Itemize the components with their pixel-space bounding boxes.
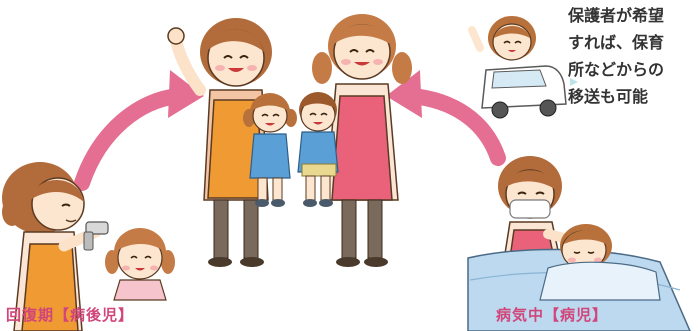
transport-van-inset [468,16,578,119]
caregiver-right [312,14,412,267]
child-being-checked [105,228,175,301]
transport-note-line: 所などからの [568,60,665,79]
sick-child-in-bed [539,224,661,301]
transport-note-line: 移送も可能 [568,87,649,106]
left-arrow [74,70,204,191]
caregiver-with-thermometer [2,162,109,331]
illness-phase-label: 病気中【病児】 [496,306,609,324]
child-boy-center [297,92,339,207]
transport-note-line: 保護者が希望 [568,6,665,25]
transport-note-line: すれば、保育 [568,33,665,52]
child-girl-center [243,93,297,207]
recovery-phase-label: 回復期【病後児】 [6,306,135,324]
right-arrow [386,70,506,166]
transport-note: 保護者が希望 すれば、保育 所などからの 移送も可能 [568,2,698,110]
